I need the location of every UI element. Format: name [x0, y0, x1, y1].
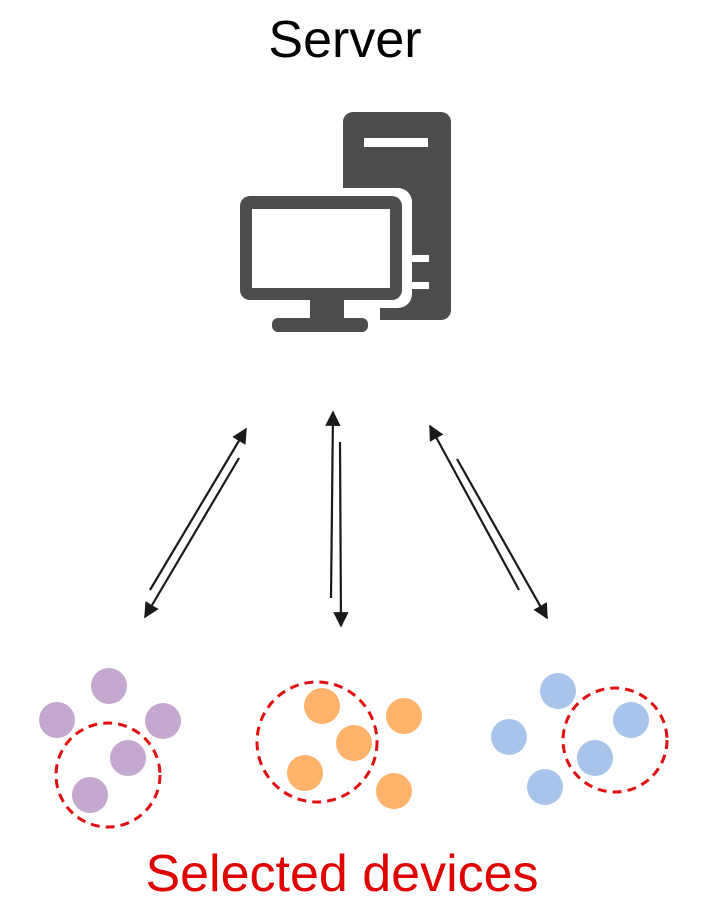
device-group-orange: [287, 688, 422, 809]
device-dot: [386, 698, 422, 734]
device-dot: [527, 769, 563, 805]
device-dot: [540, 673, 576, 709]
device-dot: [145, 703, 181, 739]
arrow-right-up: [429, 424, 520, 591]
device-dot: [613, 702, 649, 738]
device-dot: [91, 668, 127, 704]
arrows: [144, 410, 548, 628]
arrow-left-up: [149, 427, 247, 591]
arrow-middle-down: [333, 441, 349, 628]
computer-server-icon: [230, 112, 451, 332]
device-group-purple: [39, 668, 181, 813]
server-title: Server: [268, 11, 422, 69]
device-group-blue: [491, 673, 649, 805]
arrow-left-down: [144, 457, 240, 619]
selected-devices-caption: Selected devices: [145, 845, 539, 903]
device-dot: [72, 777, 108, 813]
arrow-right-down: [456, 458, 548, 620]
device-dot: [304, 688, 340, 724]
selection-ring-orange: [255, 680, 379, 804]
selection-ring-purple: [54, 721, 162, 829]
device-dot: [336, 725, 372, 761]
device-dot: [577, 740, 613, 776]
device-dot: [376, 773, 412, 809]
device-dot: [491, 719, 527, 755]
arrow-middle-up: [325, 410, 341, 599]
device-dot: [287, 755, 323, 791]
device-dot: [110, 740, 146, 776]
device-dot: [39, 702, 75, 738]
selection-ring-blue: [561, 686, 669, 794]
